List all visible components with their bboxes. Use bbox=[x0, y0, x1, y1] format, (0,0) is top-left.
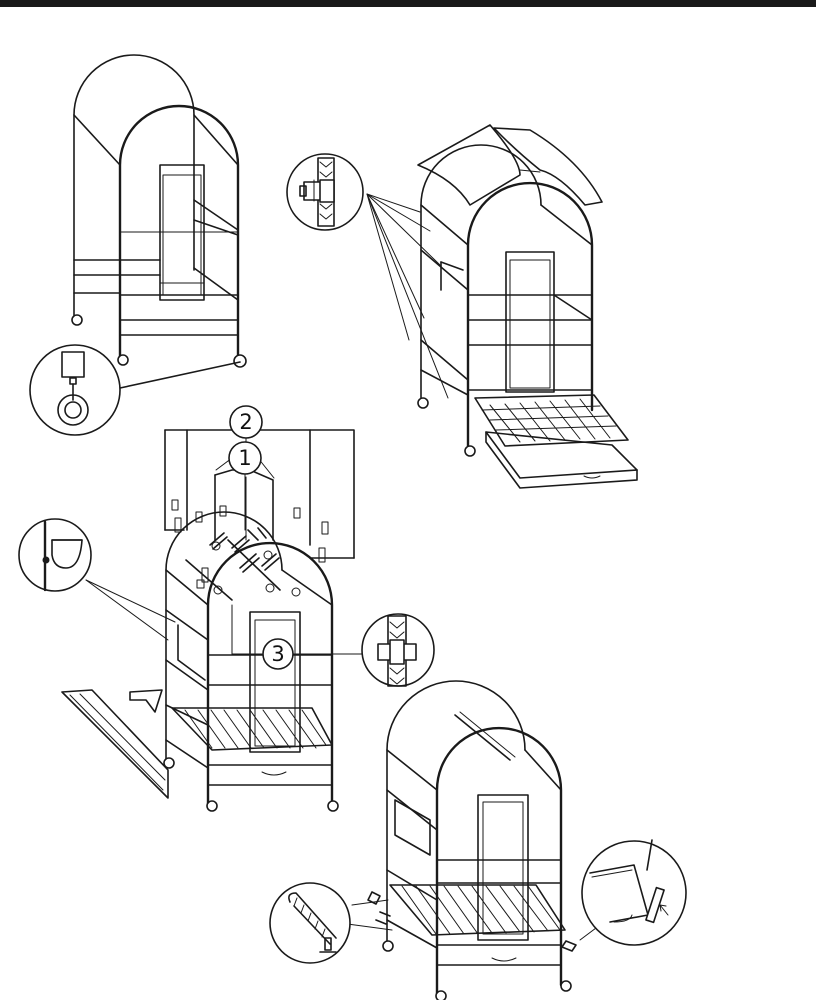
caster-wheel-icon bbox=[29, 344, 241, 436]
completed-cage-figure bbox=[339, 680, 597, 1000]
roof-installation-figure bbox=[366, 124, 638, 489]
step-callout-3: 3 bbox=[262, 638, 294, 670]
assembled-cage-figure bbox=[71, 54, 247, 368]
bolt-clamp-icon bbox=[286, 153, 364, 231]
feeder-cup-icon bbox=[18, 518, 176, 641]
step-callout-2: 2 bbox=[229, 405, 263, 439]
step-number-3: 3 bbox=[271, 642, 284, 666]
tray-latch-icon bbox=[581, 839, 687, 946]
step-number-1: 1 bbox=[238, 446, 251, 470]
scan-top-edge bbox=[0, 0, 816, 7]
step-number-2: 2 bbox=[239, 410, 252, 434]
step-callout-1: 1 bbox=[228, 441, 262, 475]
perch-bracket-icon bbox=[269, 882, 351, 964]
panel-assembly-figure bbox=[61, 429, 369, 812]
panel-joint-icon bbox=[361, 613, 435, 687]
